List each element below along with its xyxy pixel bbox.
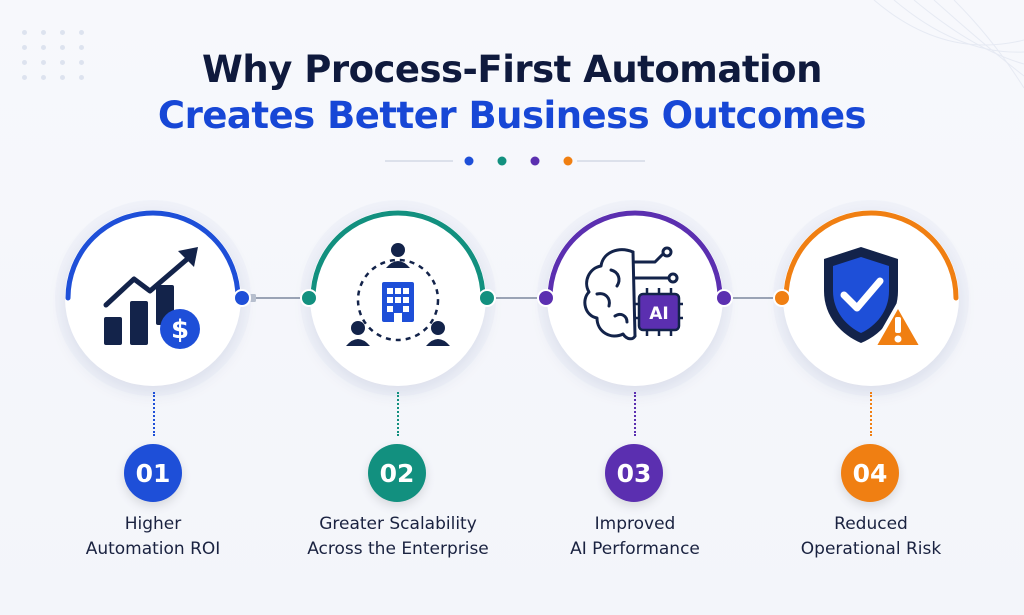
step-1-number-badge: 01: [124, 444, 182, 502]
step-1-label-line2: Automation ROI: [85, 539, 221, 559]
title-divider: [385, 156, 645, 166]
svg-text:$: $: [171, 315, 189, 345]
step-2-number-badge: 02: [368, 444, 426, 502]
step-2-label-line2: Across the Enterprise: [307, 539, 489, 559]
step-3-label-line2: AI Performance: [570, 539, 700, 559]
step-4-label: Reduced Operational Risk: [756, 512, 986, 562]
step-2-label-line1: Greater Scalability: [319, 514, 477, 534]
divider-dot-blue: [464, 156, 474, 166]
step-1-dotted-line: [153, 392, 155, 436]
step-3-dotted-line: [634, 392, 636, 436]
step-2-progress-ring: [300, 210, 496, 307]
step-3-progress-ring: [537, 210, 733, 307]
step-2-dotted-line: [397, 392, 399, 436]
page-title-line1: Why Process-First Automation: [202, 48, 822, 91]
shield-check-warning-icon: [824, 247, 924, 349]
step-1-label: Higher Automation ROI: [38, 512, 268, 562]
growth-chart-dollar-icon: $: [103, 247, 200, 349]
ai-brain-chip-icon: AI: [583, 246, 683, 341]
step-4-label-line2: Operational Risk: [800, 539, 942, 559]
divider-dot-teal: [497, 156, 507, 166]
step-4-dotted-line: [870, 392, 872, 436]
step-3-label-line1: Improved: [594, 514, 676, 534]
enterprise-network-icon: [346, 243, 450, 346]
decorative-wave-lines: [873, 0, 1024, 89]
step-3-label: Improved AI Performance: [520, 512, 750, 562]
step-1-label-line1: Higher: [124, 514, 182, 534]
divider-dot-orange: [563, 156, 573, 166]
decorative-dot-grid: [22, 30, 87, 80]
step-2-label: Greater Scalability Across the Enterpris…: [283, 512, 513, 562]
page-title-line2: Creates Better Business Outcomes: [157, 94, 867, 137]
step-4-label-line1: Reduced: [834, 514, 908, 534]
divider-dot-purple: [530, 156, 540, 166]
step-3-number-badge: 03: [605, 444, 663, 502]
step-4-number-badge: 04: [841, 444, 899, 502]
step-4-progress-ring: [773, 210, 959, 307]
step-1-progress-ring: [65, 210, 251, 307]
ai-chip-text: AI: [649, 304, 668, 324]
